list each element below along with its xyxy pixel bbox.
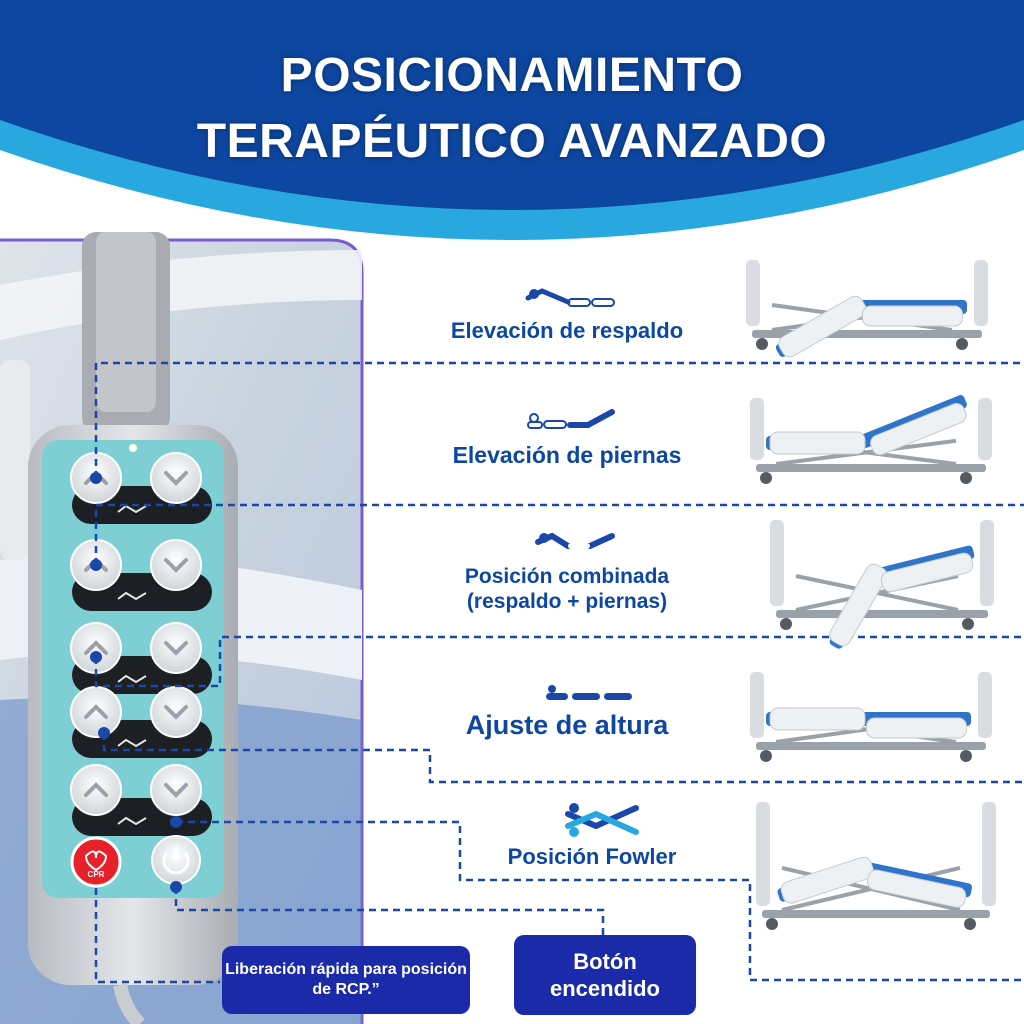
power-note-line-1: Botón	[573, 948, 637, 974]
label-combined: Posición combinada (respaldo + piernas)	[412, 564, 722, 614]
chevron-down-icon	[164, 783, 188, 798]
position-glyph-icon	[117, 738, 147, 748]
chevron-down-icon	[164, 641, 188, 656]
bed-illustration-legs	[750, 395, 992, 484]
label-fowler: Posición Fowler	[507, 844, 677, 869]
height-down-button[interactable]	[150, 686, 202, 738]
power-icon	[162, 846, 190, 875]
chevron-down-icon	[164, 471, 188, 486]
cpr-release-note: Liberación rápida para posición de RCP.”	[222, 946, 470, 1014]
label-combined-line-2: (respaldo + piernas)	[466, 590, 668, 614]
chevron-up-icon	[84, 704, 108, 719]
combined-position-icon	[535, 532, 615, 549]
combined-up-button[interactable]	[70, 622, 122, 674]
header-band	[0, 0, 1024, 240]
power-button-note: Botón encendido	[514, 935, 696, 1015]
bed-illustration-height	[750, 672, 992, 762]
page-title-line-2: TERAPÉUTICO AVANZADO	[196, 115, 828, 168]
position-glyph-icon	[117, 816, 147, 826]
fowler-up-button[interactable]	[70, 764, 122, 816]
power-note-line-2: encendido	[549, 976, 660, 1001]
label-height: Ajuste de altura	[465, 710, 669, 740]
bed-illustration-backrest	[746, 260, 988, 358]
cpr-button-label: CPR	[88, 870, 105, 879]
bed-illustration-combined	[770, 520, 994, 649]
heart-icon	[84, 850, 108, 872]
backrest-down-button[interactable]	[150, 452, 202, 504]
height-adjust-icon	[546, 685, 632, 700]
remote-row-fowler	[70, 764, 212, 836]
backrest-position-icon	[525, 288, 615, 307]
combined-down-button[interactable]	[150, 622, 202, 674]
label-combined-line-1: Posición combinada	[464, 565, 670, 588]
remote-row-backrest	[70, 452, 212, 524]
label-backrest: Elevación de respaldo	[450, 318, 684, 343]
connector-dots	[90, 472, 182, 893]
chevron-down-icon	[164, 705, 188, 720]
position-glyph-icon	[117, 674, 147, 684]
remote-row-combined	[70, 622, 212, 694]
leg-raise-position-icon	[527, 409, 615, 429]
bed-illustration-fowler	[756, 802, 996, 930]
connector-lines	[94, 361, 1024, 984]
position-glyph-icon	[117, 591, 147, 601]
legs-down-button[interactable]	[150, 539, 202, 591]
chevron-down-icon	[164, 558, 188, 573]
remote-button-group[interactable]	[70, 452, 212, 836]
power-button[interactable]	[151, 835, 201, 885]
cpr-button[interactable]: CPR	[70, 836, 122, 888]
chevron-up-icon	[84, 782, 108, 797]
remote-row-legs	[70, 539, 212, 611]
position-glyph-icon	[117, 504, 147, 514]
bed-illustrations	[746, 260, 996, 930]
chevron-up-icon	[84, 640, 108, 655]
height-up-button[interactable]	[70, 686, 122, 738]
page-title-line-1: POSICIONAMIENTO	[280, 49, 744, 102]
fowler-position-icon	[565, 803, 639, 837]
fowler-down-button[interactable]	[150, 764, 202, 816]
label-legs: Elevación de piernas	[452, 442, 682, 468]
